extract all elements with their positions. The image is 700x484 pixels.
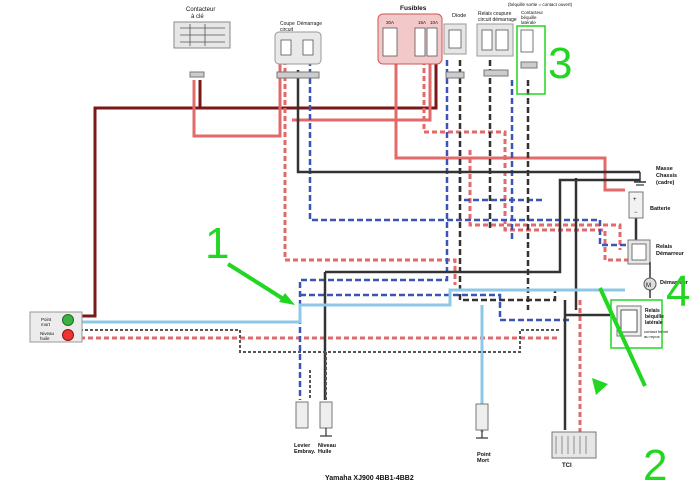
wire-dark-red [78,60,438,318]
battery-plus-icon: + [633,197,637,203]
neutral-switch: Point Mort [475,403,491,464]
side-stand-note: (béquille sortie = contact ouvert) [508,2,573,7]
starting-circuit-cutoff-relay: Relais coupure circuit démarrage [476,11,517,77]
oil-lamp-label-2: huile [40,336,50,341]
starter-relay-label-1: Relais [656,244,672,250]
ground-label-1: Masse [656,166,673,172]
relay-contact-note-1: contact fermé [644,329,669,334]
start-button-label: Démarrage [297,21,322,27]
fuse-30a: 30A [386,20,394,25]
relay-contact-note-2: au repos [644,334,660,339]
neutral-lamp-label-2: mort [41,322,51,327]
wire-light-blue [80,288,625,432]
wire-black [296,70,640,430]
diode-label: Diode [452,13,466,19]
cutoff-relay-label-2: circuit démarrage [478,17,517,23]
tci-label: TCI [562,463,572,469]
side-stand-switch: (béquille sortie = contact ouvert) Conta… [508,2,573,95]
arrow-1-head [279,293,295,305]
battery: + − Batterie [628,191,670,219]
clutch-and-oil-switches: Levier Embray. Niveau Huile [294,401,336,455]
battery-label: Batterie [650,206,670,212]
chassis-ground: Masse Chassis (cadre) [634,166,677,186]
kill-switch-label-1: Coupe [280,21,295,27]
oil-lamp-icon [62,329,74,341]
annotation-markers: 1 2 3 4 [205,39,690,484]
wire-red-dashed [80,60,628,435]
oil-lamp-label-1: Niveau [40,331,55,336]
kill-switch-label-2: circuit [280,27,294,33]
fuse-box: Fusibles 30A 15A 10A [377,5,443,65]
side-stand-relay-label-1: Relais [645,308,660,314]
side-stand-label-3: latérale [521,20,536,25]
side-stand-label-1: Contacteur [521,10,544,15]
arrow-2 [598,287,647,387]
neutral-lamp-icon [62,314,74,326]
fuse-10a: 10A [430,20,438,25]
handlebar-switch: Coupe circuit Démarrage [274,21,322,79]
motor-icon: M [646,283,651,289]
arrow-2-head [592,378,608,395]
clutch-lever-label-2: Embray. [294,449,316,455]
oil-level-label-2: Huile [318,449,331,455]
marker-3: 3 [548,39,572,88]
oil-level-label-1: Niveau [318,443,336,449]
fuse-15a: 15A [418,20,426,25]
starter-motor: M Démarreur [643,262,689,298]
diode: Diode [443,13,467,79]
side-stand-relay-label-3: latérale [645,320,663,326]
marker-2: 2 [643,441,667,484]
diagram-caption: Yamaha XJ900 4BB1-4BB2 [325,475,414,482]
side-stand-relay: Relais béquille latérale contact fermé a… [610,299,669,349]
clutch-lever-label-1: Levier [294,443,311,449]
starter-relay-label-2: Démarreur [656,251,685,257]
side-stand-label-2: béquille [521,15,537,20]
starter-relay: Relais Démarreur [627,239,685,265]
tci-unit: TCI [551,431,597,469]
wire-brown-dashed [80,329,560,410]
battery-minus-icon: − [634,210,638,216]
arrow-1 [226,262,287,302]
fuse-box-label: Fusibles [400,5,427,12]
ignition-switch-label-1: Contacteur [186,7,215,13]
cutoff-relay-label-1: Relais coupure [478,11,512,17]
neutral-lamp-label-1: Point [41,317,52,322]
marker-4: 4 [666,267,690,316]
indicator-lamps: Point mort Niveau huile [29,311,83,343]
ignition-switch-label-2: à clé [191,14,204,20]
side-stand-relay-label-2: béquille [645,314,664,320]
wire-black-dashed [458,60,557,310]
wire-red-solid [192,55,625,192]
starter-motor-label: Démarreur [660,280,689,286]
marker-1: 1 [205,219,229,268]
ignition-switch: Contacteur à clé [173,7,231,78]
ground-label-3: (cadre) [656,180,675,186]
neutral-switch-label-1: Point [477,452,491,458]
ground-label-2: Chassis [656,173,677,179]
neutral-switch-label-2: Mort [477,458,489,464]
